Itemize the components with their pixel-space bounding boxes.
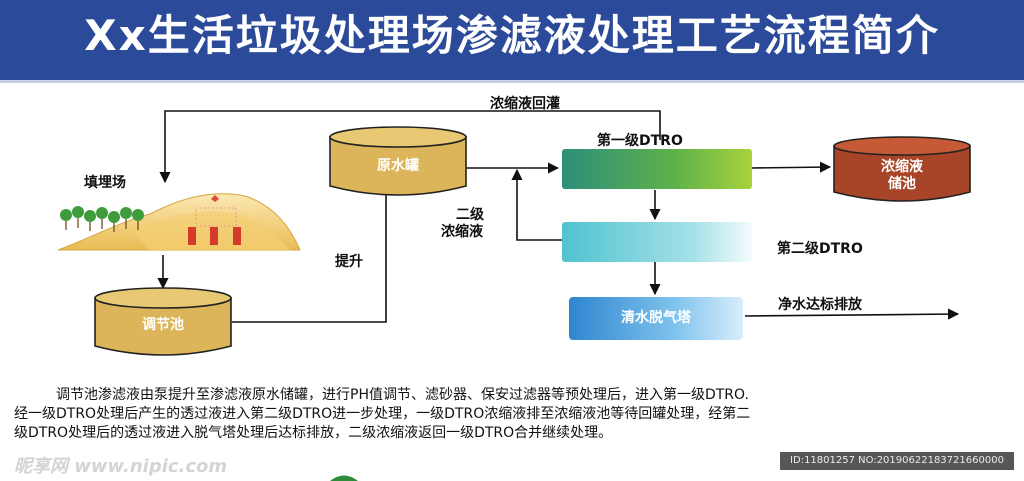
- title-banner: [0, 0, 1024, 80]
- regulating-tank: [94, 287, 232, 356]
- landfill-label: 填埋场: [84, 175, 126, 191]
- dtro1-to-concentrate-arrow: [751, 161, 832, 173]
- concentrate-tank-label-2: 储池: [888, 176, 916, 192]
- concentrate-tank: [833, 136, 971, 202]
- lift-line: [232, 193, 387, 323]
- discharge-arrow: [744, 308, 960, 320]
- second-concentrate-label-2: 浓缩液: [441, 224, 483, 240]
- process-description: 调节池渗滤液由泵提升至渗滤液原水储罐，进行PH值调节、滤砂器、保安过滤器等预处理…: [14, 386, 1014, 443]
- dtro2-label: 第二级DTRO: [777, 241, 863, 257]
- description-line-1: 调节池渗滤液由泵提升至渗滤液原水储罐，进行PH值调节、滤砂器、保安过滤器等预处理…: [56, 387, 749, 403]
- degassing-tower-box: [569, 297, 743, 340]
- regulating-tank-label: 调节池: [142, 317, 184, 333]
- landfill-illustration: [57, 193, 301, 251]
- banner-divider: [0, 80, 1024, 83]
- second-concentrate-line: [511, 168, 562, 241]
- recirculation-label: 浓缩液回灌: [490, 96, 560, 112]
- watermark-right: ID:11801257 NO:20190622183721660000: [780, 452, 1014, 470]
- lift-label: 提升: [335, 254, 363, 270]
- second-concentrate-label-1: 二级: [456, 207, 484, 223]
- degassing-tower-label: 清水脱气塔: [621, 310, 691, 326]
- page-title: Xx生活垃圾处理场渗滤液处理工艺流程简介: [84, 11, 940, 60]
- discharge-label: 净水达标排放: [778, 297, 862, 313]
- dtro1-label: 第一级DTRO: [597, 133, 683, 149]
- watermark-left: 昵享网 www.nipic.com: [14, 456, 228, 477]
- recirculation-line: [159, 110, 661, 184]
- description-line-2: 经一级DTRO处理后产生的透过液进入第二级DTRO进一步处理，一级DTRO浓缩液…: [14, 406, 751, 422]
- logo-fragment: [330, 475, 358, 481]
- raw-water-tank: [329, 126, 467, 196]
- concentrate-tank-label-1: 浓缩液: [881, 159, 923, 175]
- dtro2-box: [562, 222, 752, 262]
- raw-water-tank-label: 原水罐: [377, 158, 419, 174]
- description-line-3: 级DTRO处理后的透过液进入脱气塔处理后达标排放，二级浓缩液返回一级DTRO合并…: [14, 425, 613, 441]
- dtro1-box: [562, 149, 752, 189]
